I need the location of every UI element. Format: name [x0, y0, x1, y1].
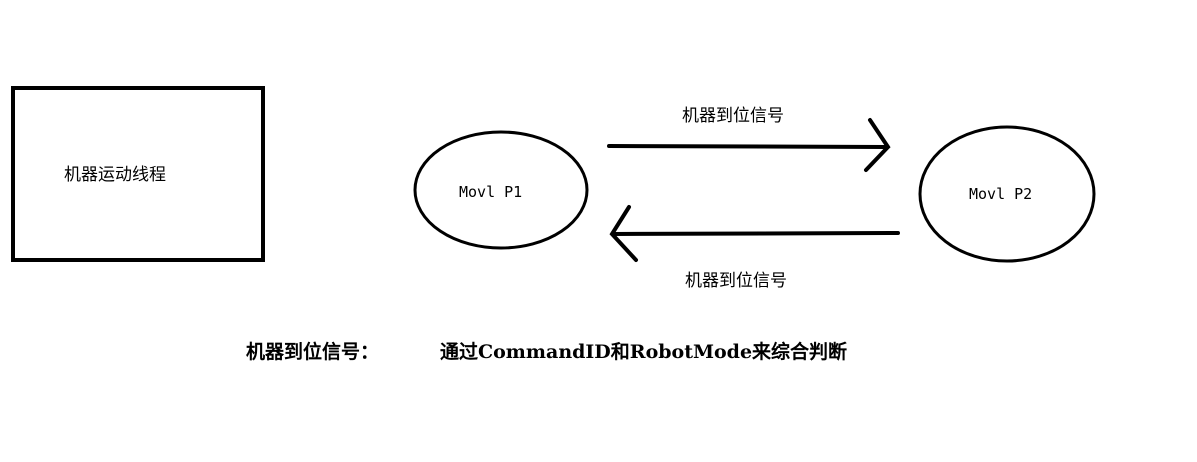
node-movl-p2: [918, 125, 1096, 263]
arrow-p2-to-p1-label: 机器到位信号: [685, 271, 787, 291]
node-movl-p1-label: Movl P1: [459, 183, 522, 201]
arrow-p1-to-p2: [607, 118, 891, 172]
node-movl-p2-label: Movl P2: [969, 185, 1032, 203]
motion-thread-box: [11, 86, 265, 262]
motion-thread-label: 机器运动线程: [64, 165, 166, 185]
node-movl-p1: [413, 130, 589, 250]
note-term: 机器到位信号：: [246, 340, 379, 363]
note-description: 通过CommandID和RobotMode来综合判断: [440, 340, 847, 363]
arrow-p1-to-p2-label: 机器到位信号: [682, 106, 784, 126]
arrow-p2-to-p1: [609, 205, 900, 262]
